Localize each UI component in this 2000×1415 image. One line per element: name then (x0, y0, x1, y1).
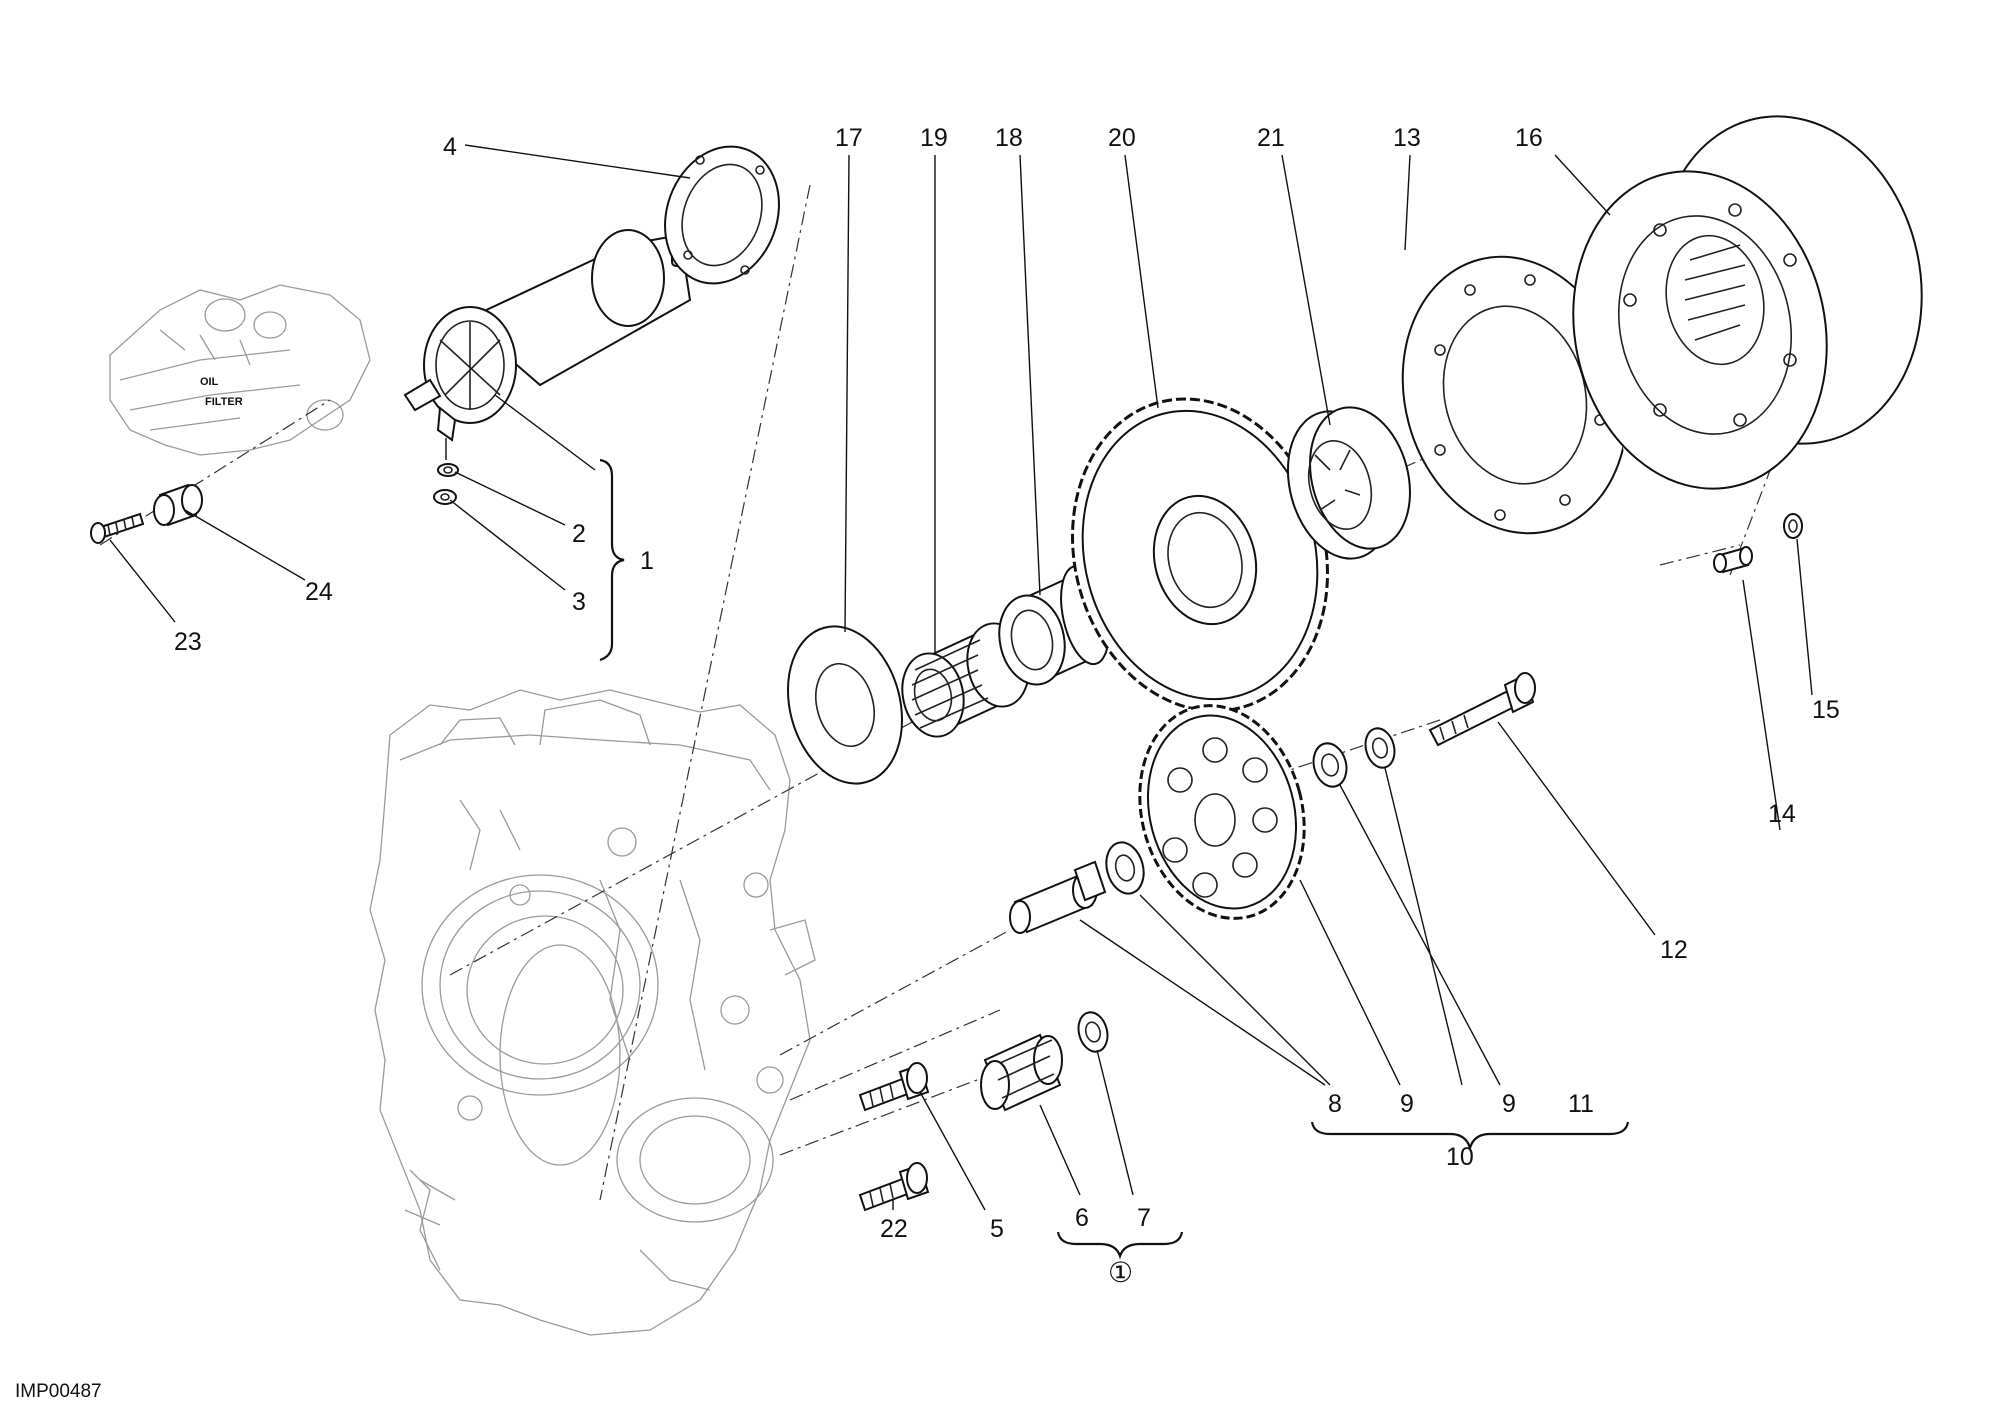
freewheel-21 (1286, 406, 1411, 560)
starter-washer (437, 463, 459, 477)
callout-2: 2 (572, 520, 586, 548)
oil-filter-label-oil: OIL (200, 376, 219, 388)
callout-11: 11 (1568, 1090, 1594, 1118)
bolt-23 (90, 512, 145, 544)
thrust-washer-17 (786, 625, 904, 785)
callout-4: 4 (443, 133, 457, 161)
callout-6: 6 (1075, 1204, 1089, 1232)
oil-filter-housing-outline: OIL FILTER (109, 284, 371, 456)
flywheel-nut-15 (1783, 513, 1803, 539)
starter-nut (433, 489, 457, 505)
brace-kit-1 (599, 458, 625, 662)
callout-8: 8 (1328, 1090, 1342, 1118)
washer-9-outer (1312, 742, 1348, 788)
starter-pinion-6 (980, 1033, 1063, 1112)
engine-crankcase-outline (369, 689, 816, 1336)
circlip-11 (1364, 727, 1396, 769)
figure-code: IMP00487 (15, 1381, 102, 1402)
callout-20: 20 (1108, 124, 1136, 152)
starter-motor (403, 229, 701, 460)
callout-10: 10 (1446, 1143, 1474, 1171)
callout-19: 19 (920, 124, 948, 152)
callout-22: 22 (880, 1215, 908, 1243)
callout-1: 1 (640, 547, 654, 575)
callout-14: 14 (1768, 800, 1796, 828)
callout-17: 17 (835, 124, 863, 152)
callout-kit-circled: ① (1108, 1257, 1133, 1288)
starter-gasket (664, 145, 780, 285)
flywheel-rotor-16 (1572, 115, 1923, 500)
callout-21: 21 (1257, 124, 1285, 152)
callout-9-inner: 9 (1400, 1090, 1414, 1118)
callout-23: 23 (174, 628, 202, 656)
idler-gear-20 (1071, 397, 1329, 713)
spacer-24 (153, 483, 203, 527)
oil-filter-label-filter: FILTER (205, 396, 243, 408)
callout-13: 13 (1393, 124, 1421, 152)
callout-16: 16 (1515, 124, 1543, 152)
callout-9-outer: 9 (1502, 1090, 1516, 1118)
gear-shaft-8 (1009, 860, 1107, 934)
callout-24: 24 (305, 578, 333, 606)
flywheel-key-14 (1713, 546, 1753, 574)
callout-18: 18 (995, 124, 1023, 152)
circlip-7 (1077, 1011, 1109, 1053)
callout-15: 15 (1812, 696, 1840, 724)
brace-kit-circled (1056, 1231, 1184, 1260)
intermediate-gear (1138, 704, 1306, 920)
callout-labels: 1 2 3 4 5 6 7 8 9 9 10 11 12 13 14 15 16… (174, 124, 1840, 1288)
callout-7: 7 (1137, 1204, 1151, 1232)
leader-lines (109, 144, 1813, 1211)
screw-12 (1428, 672, 1536, 747)
screw-5 (858, 1062, 930, 1112)
screw-22 (858, 1162, 930, 1212)
brace-kit-10 (1310, 1121, 1630, 1152)
washer-9-inner (1105, 841, 1145, 895)
callout-3: 3 (572, 588, 586, 616)
callout-12: 12 (1660, 936, 1688, 964)
callout-5: 5 (990, 1215, 1004, 1243)
